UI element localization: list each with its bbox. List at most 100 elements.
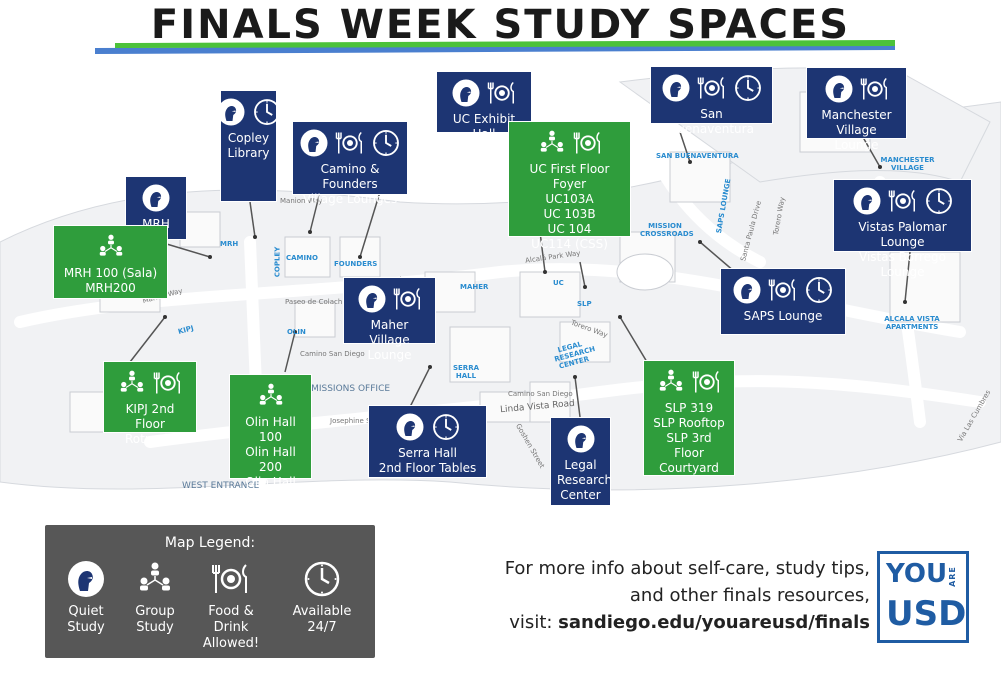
street-manion: Manion Way	[280, 197, 323, 205]
pin-icons	[299, 128, 401, 158]
legend-item-label: Available	[292, 604, 352, 619]
available-247-icon	[431, 412, 461, 442]
pin-label-line: San Buenaventura	[669, 107, 754, 136]
pin-label-line: Manchester	[821, 108, 892, 122]
west-entrance-label: WEST ENTRANCE	[182, 481, 260, 491]
group-study-icon	[117, 368, 147, 398]
pin-label-line: SLP Rooftop	[653, 416, 725, 430]
pin-icons	[132, 183, 180, 213]
legend-item-label: Group	[135, 604, 175, 619]
pin-label-line: Olin Hall	[245, 475, 296, 489]
pin-label-line: Courtyard	[659, 461, 719, 475]
pin-icons	[110, 368, 190, 398]
map-label-uc: UC	[553, 279, 564, 287]
street-paseo: Paseo de Colachis	[285, 298, 348, 306]
pin-label-line: UC 104	[547, 222, 592, 236]
map-label-copley: COPLEY	[273, 246, 282, 278]
group-study-icon	[256, 381, 286, 411]
pin-label: MRH 100 (Sala)MRH200	[60, 266, 161, 296]
info-line-1: For more info about self-care, study tip…	[504, 558, 870, 579]
pin-san-buenaventura[interactable]: San Buenaventura	[650, 66, 773, 136]
pin-label-line: Library	[227, 146, 270, 160]
group-study-icon	[656, 367, 686, 397]
quiet-study-icon	[395, 412, 425, 442]
pin-label-line: UC103A	[545, 192, 594, 206]
quiet-study-icon	[357, 284, 387, 314]
pin-label-line: Vistas Palomar Lounge	[858, 220, 947, 249]
pin-label-line: MRH200	[85, 281, 136, 295]
pin-icons	[515, 128, 624, 158]
legend-item-label: Study	[67, 620, 105, 635]
legend-item-label: Food & Drink	[208, 604, 254, 635]
pin-label-line: SLP 3rd Floor	[666, 431, 712, 460]
pin-label-line: Village Lounges	[302, 192, 398, 206]
pin-icons	[350, 284, 429, 314]
pin-label-line: Village Lounge	[834, 123, 879, 152]
pin-label-line: SAPS Lounge	[743, 309, 823, 323]
pin-label-line: Legal	[564, 458, 597, 472]
map-label-maher: MAHER	[460, 283, 489, 291]
street-josephine: Josephine St	[330, 417, 374, 425]
food-drink-icon	[153, 368, 183, 398]
pin-icons	[657, 73, 766, 103]
logo-usd: USD	[886, 594, 967, 634]
food-drink-icon	[888, 186, 918, 216]
logo-are: ARE	[947, 566, 957, 587]
info-url-link[interactable]: sandiego.edu/youareusd/finals	[558, 612, 870, 633]
pin-label-line: Olin Hall 200	[245, 445, 296, 474]
info-line-3: visit: sandiego.edu/youareusd/finals	[430, 609, 870, 636]
available-247-icon	[371, 128, 401, 158]
food-drink-icon	[692, 367, 722, 397]
available-247-icon	[252, 97, 282, 127]
admissions-office-label: ADMISSIONS OFFICE	[298, 384, 391, 394]
food-drink-icon	[335, 128, 365, 158]
quiet-study-icon	[141, 183, 171, 213]
pin-icons	[650, 367, 728, 397]
info-visit-prefix: visit:	[509, 612, 559, 633]
pin-icons	[236, 381, 305, 411]
pin-icons	[840, 186, 965, 216]
food-drink-icon	[768, 275, 798, 305]
pin-label-line: UC First Floor Foyer	[529, 162, 610, 191]
pin-saps-lounge[interactable]: SAPS Lounge	[720, 268, 846, 335]
pin-label-line: Olin Hall 100	[245, 415, 296, 444]
pin-label-line: Center	[560, 488, 601, 502]
pin-label-line: Vistas Borrego Lounge	[859, 250, 946, 279]
quiet-study-icon	[732, 275, 762, 305]
quiet-study-icon	[566, 424, 596, 454]
legend-item-label: Quiet	[68, 604, 104, 619]
map-label-manchester: MANCHESTER VILLAGE	[880, 156, 935, 172]
available-247-icon	[924, 186, 954, 216]
map-label-slp: SLP	[577, 300, 592, 308]
available-247-icon	[733, 73, 763, 103]
pin-label-line: Serra Hall	[398, 446, 457, 460]
pin-icons	[227, 97, 270, 127]
quiet-study-icon	[852, 186, 882, 216]
pin-label: SAPS Lounge	[727, 309, 839, 324]
map-label-alcala-vista: ALCALA VISTA APARTMENTS	[884, 315, 940, 331]
map-label-mrh: MRH	[220, 240, 239, 248]
food-drink-icon	[211, 559, 251, 599]
pin-mrh-100[interactable]: MRH 100 (Sala)MRH200	[53, 225, 168, 299]
pin-label-line: Maher Village	[369, 318, 410, 347]
